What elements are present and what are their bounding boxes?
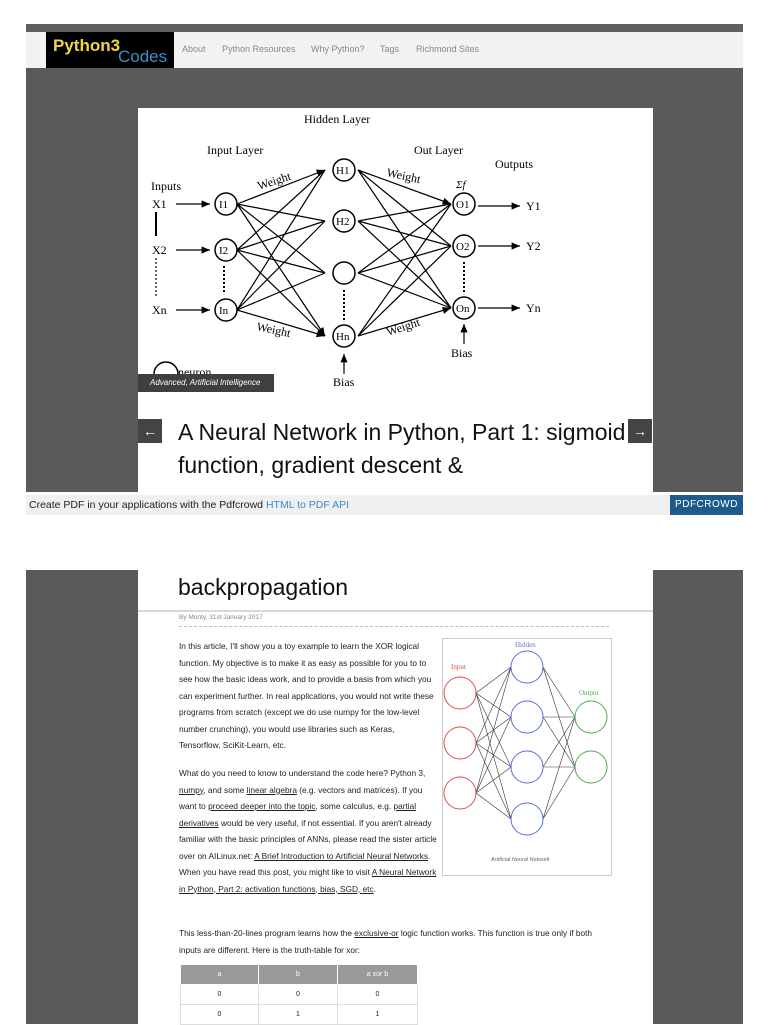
label-in: In [219, 305, 229, 317]
label-weight-bottom-left: Weight [255, 319, 292, 340]
label-h2: H2 [336, 216, 349, 228]
nav-richmond-sites[interactable]: Richmond Sites [416, 44, 480, 54]
pdf-banner: Create PDF in your applications with the… [26, 495, 743, 515]
paragraph-1: In this article, I'll show you a toy exa… [179, 641, 434, 750]
table-cell: 0 [180, 984, 259, 1005]
logo-python-text: Python3 [53, 36, 121, 55]
table-row: 0 0 0 [180, 984, 418, 1005]
table-cell: 1 [337, 1004, 418, 1025]
post-title-part2[interactable]: backpropagation [178, 574, 349, 600]
post-meta: By Monty, 31st January 2017 [179, 614, 263, 621]
pdf-page-2: backpropagation By Monty, 31st January 2… [0, 570, 768, 1025]
table-header: b [258, 964, 338, 985]
pdf-api-link[interactable]: HTML to PDF API [265, 499, 349, 511]
label-i1: I1 [219, 199, 228, 211]
nav-python-resources[interactable]: Python Resources [222, 44, 296, 54]
paragraph-2: What do you need to know to understand t… [179, 768, 437, 894]
label-out-layer: Out Layer [414, 143, 463, 157]
table-header-row: a b a xor b [180, 964, 418, 985]
logo-codes-text: Codes [118, 47, 168, 66]
link-exclusive-or[interactable]: exclusive-or [354, 928, 399, 938]
post-title-part1[interactable]: A Neural Network in Python, Part 1: sigm… [178, 419, 626, 478]
nav-tags[interactable]: Tags [380, 44, 400, 54]
slider-next-button[interactable]: → [628, 419, 652, 443]
label-h1: H1 [336, 165, 349, 177]
pdf-banner-text: Create PDF in your applications with the… [29, 499, 266, 511]
ann-figure: Hidden Input Output Artificial Neural Ne… [442, 638, 612, 876]
label-o1: O1 [456, 199, 469, 211]
label-outputs: Outputs [495, 157, 533, 171]
label-bias-output: Bias [451, 346, 473, 360]
pdfcrowd-button[interactable]: PDFCROWD [670, 495, 743, 515]
xor-truth-table: a b a xor b 0 0 0 0 1 1 [180, 964, 418, 1025]
ann-diagram: Hidden Input Output Artificial Neural Ne… [443, 641, 608, 863]
label-on: On [456, 303, 470, 315]
table-cell: 1 [258, 1004, 338, 1025]
top-strip [26, 24, 743, 32]
meta-divider [179, 626, 609, 627]
fig-caption: Artificial Neural Network [490, 857, 550, 863]
label-sum: Σf [455, 179, 468, 191]
fig-label-input: Input [451, 663, 466, 671]
table-header: a xor b [337, 964, 418, 985]
table-header: a [180, 964, 259, 985]
label-bias-hidden: Bias [333, 375, 355, 389]
pdf-page-1: Python3 Codes About Python Resources Why… [0, 0, 768, 492]
label-yn: Yn [526, 301, 541, 315]
label-i2: I2 [219, 245, 228, 257]
label-hidden-layer: Hidden Layer [304, 112, 370, 126]
label-y1: Y1 [526, 199, 541, 213]
nav-why-python[interactable]: Why Python? [311, 44, 365, 54]
category-badge[interactable]: Advanced, Artificial Intelligence [138, 374, 274, 392]
table-cell: 0 [258, 984, 338, 1005]
site-logo[interactable]: Python3 Codes [46, 32, 174, 68]
link-proceed-deeper[interactable]: proceed deeper into the topic [208, 801, 316, 811]
table-cell: 0 [337, 984, 418, 1005]
label-x2: X2 [152, 243, 167, 257]
table-row: 0 1 1 [180, 1004, 418, 1025]
label-input-layer: Input Layer [207, 143, 263, 157]
link-numpy[interactable]: numpy [179, 784, 204, 795]
title-divider [138, 610, 653, 612]
link-part-2[interactable]: A Neural Network in Python, Part 2: acti… [179, 867, 437, 894]
nav-about[interactable]: About [182, 44, 206, 54]
label-y2: Y2 [526, 239, 541, 253]
table-cell: 0 [180, 1004, 259, 1025]
label-xn: Xn [152, 303, 167, 317]
link-partial-derivatives[interactable]: partial derivatives [179, 801, 417, 828]
label-inputs: Inputs [151, 179, 181, 193]
label-hn: Hn [336, 331, 350, 343]
neural-network-diagram: Hidden Layer Input Layer Out Layer Outpu… [151, 112, 541, 389]
link-linear-algebra[interactable]: linear algebra [246, 784, 297, 795]
label-weight-top-right: Weight [385, 165, 422, 186]
fig-label-hidden: Hidden [515, 641, 536, 649]
slider-prev-button[interactable]: ← [138, 419, 162, 443]
label-o2: O2 [456, 241, 469, 253]
label-weight-bottom-right: Weight [385, 315, 423, 339]
fig-label-output: Output [579, 689, 599, 697]
category-text: Advanced, Artificial Intelligence [150, 378, 261, 387]
paragraph-3: This less-than-20-lines program learns h… [179, 928, 593, 955]
label-x1: X1 [152, 197, 167, 211]
featured-image[interactable]: Hidden Layer Input Layer Out Layer Outpu… [138, 108, 653, 492]
link-brief-introduction[interactable]: A Brief Introduction to Artificial Neura… [254, 850, 429, 861]
